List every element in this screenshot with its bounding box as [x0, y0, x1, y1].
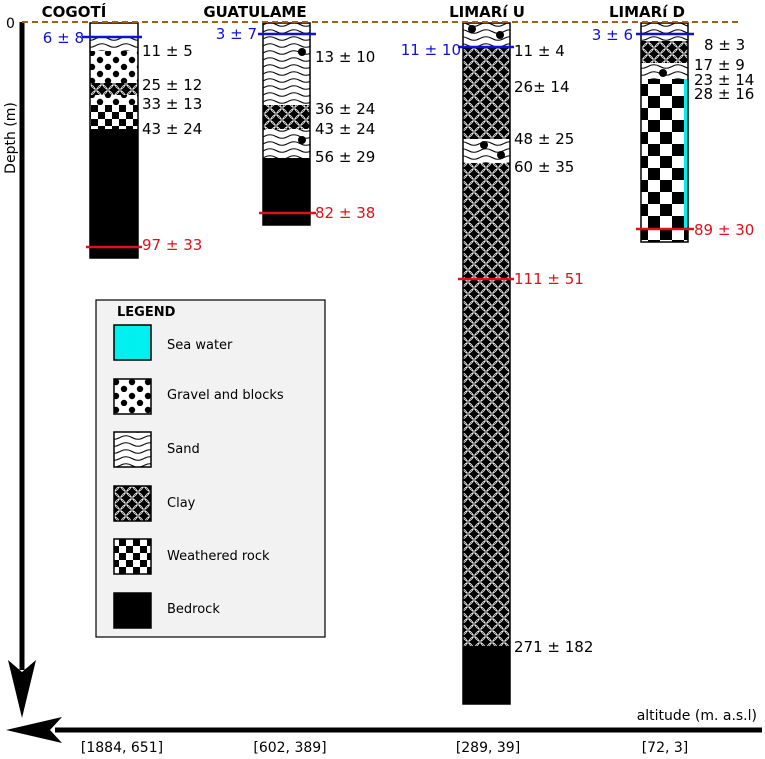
altitude-range-label: [602, 389]: [253, 740, 326, 756]
layer-sand: [263, 43, 310, 65]
water-table-label: 6 ± 8: [43, 29, 84, 47]
legend-swatch-bedrock: [113, 592, 152, 629]
column-cogoti: 6 ± 8 11 ± 5 25 ± 12 33 ± 13 43 ± 24 97 …: [43, 22, 202, 756]
altitude-range-label: [1884, 651]: [81, 740, 163, 756]
altitude-range-label: [72, 3]: [642, 740, 689, 756]
layer-weathered-rock: [90, 105, 138, 129]
legend-label: Sand: [167, 442, 200, 457]
altitude-range-label: [289, 39]: [456, 740, 520, 756]
layer-sand: [641, 23, 688, 41]
legend-swatch-gravel: [113, 378, 152, 415]
layer-clay: [641, 41, 688, 63]
altitude-axis-label: altitude (m. a.s.l): [637, 708, 757, 724]
depth-axis-label: Depth (m): [3, 102, 19, 174]
layer-depth-label: 8 ± 3: [704, 36, 745, 54]
altitude-axis-arrow-icon: [6, 717, 62, 743]
layer-bedrock: [463, 646, 510, 704]
layer-weathered-rock: [641, 79, 688, 242]
layer-depth-label: 28 ± 16: [694, 85, 754, 103]
layer-depth-label: 43 ± 24: [315, 120, 375, 138]
column-guatulame: 3 ± 7 13 ± 10 36 ± 24 43 ± 24 56 ± 29 82…: [216, 22, 375, 756]
gravel-clast: [480, 141, 488, 149]
layer-depth-label: 36 ± 24: [315, 100, 375, 118]
water-table-label: 3 ± 6: [592, 26, 633, 44]
layer-depth-label: 23 ± 14: [694, 71, 754, 89]
column-title-guatulame: GUATULAME: [203, 3, 306, 21]
legend-label: Bedrock: [167, 602, 220, 617]
legend-label: Sea water: [167, 338, 233, 353]
legend-swatch-sea-water: [113, 324, 152, 361]
layer-depth-label: 33 ± 13: [142, 95, 202, 113]
layer-clay: [263, 105, 310, 129]
legend: LEGEND Sea water Gravel and blocks Sand …: [95, 299, 326, 638]
column-title-limari-d: LIMARí D: [609, 3, 685, 21]
bottom-depth-label: 111 ± 51: [514, 270, 584, 288]
layer-depth-label: 60 ± 35: [514, 158, 574, 176]
legend-swatch-weathered-rock: [113, 538, 152, 575]
gravel-clast: [468, 25, 476, 33]
layer-depth-label: 271 ± 182: [514, 638, 593, 656]
layer-depth-label: 43 ± 24: [142, 120, 202, 138]
layer-sand: [90, 35, 138, 51]
layer-depth-label: 13 ± 10: [315, 48, 375, 66]
layer-bedrock: [263, 158, 310, 225]
legend-title: LEGEND: [117, 305, 176, 320]
legend-swatch-sand: [113, 431, 152, 468]
layer-bedrock: [90, 129, 138, 258]
column-title-cogoti: COGOTÍ: [42, 2, 107, 21]
legend-swatch-clay: [113, 485, 152, 522]
layer-sea-water: [684, 79, 689, 229]
gravel-clast: [298, 48, 306, 56]
bottom-depth-label: 82 ± 38: [315, 204, 375, 222]
layer-gravel: [90, 95, 138, 105]
layer-depth-label: 17 ± 9: [694, 56, 745, 74]
column-limari-u: 11 ± 10 11 ± 4 26± 14 48 ± 25 60 ± 35 27…: [401, 22, 593, 756]
layer-depth-label: 11 ± 4: [514, 42, 565, 60]
legend-label: Weathered rock: [167, 549, 270, 564]
bottom-depth-label: 89 ± 30: [694, 221, 754, 239]
depth-axis-arrow-icon: [8, 660, 36, 718]
layer-clay: [463, 47, 510, 139]
gravel-clast: [659, 69, 667, 77]
layer-depth-label: 25 ± 12: [142, 76, 202, 94]
water-table-label: 11 ± 10: [401, 41, 461, 59]
layer-clay: [463, 163, 510, 646]
layer-depth-label: 26± 14: [514, 78, 570, 96]
layer-depth-label: 48 ± 25: [514, 130, 574, 148]
layer-gravel: [90, 51, 138, 83]
layer-depth-label: 56 ± 29: [315, 148, 375, 166]
layer-clay: [90, 83, 138, 95]
gravel-clast: [298, 136, 306, 144]
gravel-clast: [496, 31, 504, 39]
layer-sand: [263, 65, 310, 105]
layer-topsoil: [90, 23, 138, 35]
column-limari-d: 3 ± 6 8 ± 3 17 ± 9 23 ± 14 28 ± 16 89 ± …: [592, 22, 754, 756]
legend-label: Clay: [167, 496, 196, 511]
depth-zero-label: 0: [6, 16, 15, 32]
bottom-depth-label: 97 ± 33: [142, 236, 202, 254]
water-table-label: 3 ± 7: [216, 25, 257, 43]
column-title-limari-u: LIMARí U: [449, 3, 525, 21]
legend-label: Gravel and blocks: [167, 388, 284, 403]
gravel-clast: [497, 151, 505, 159]
layer-depth-label: 11 ± 5: [142, 42, 193, 60]
